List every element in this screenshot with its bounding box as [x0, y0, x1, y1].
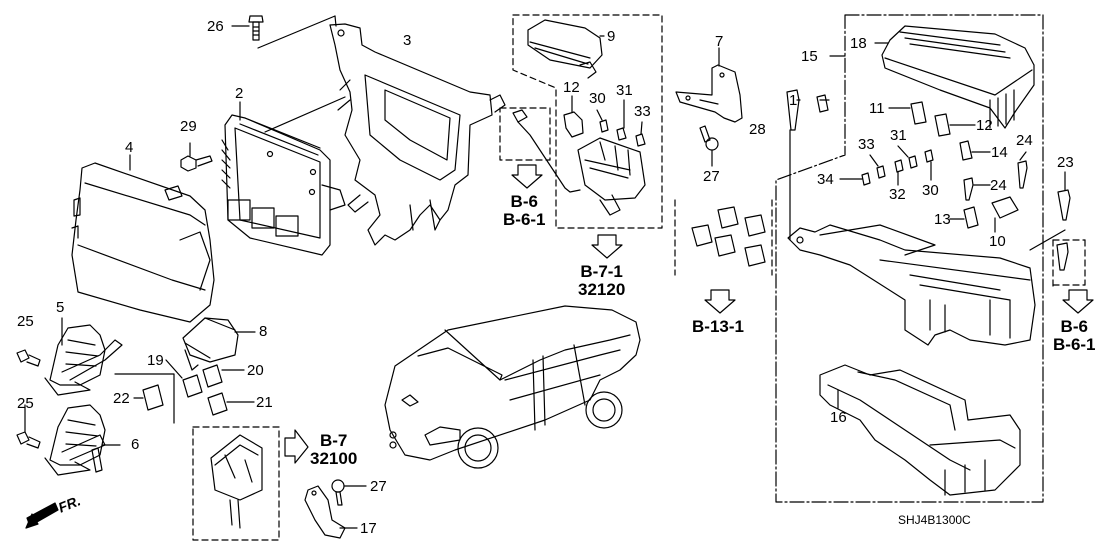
bracket-7-part [675, 64, 743, 123]
callout-23: 23 [1057, 154, 1074, 171]
callout-6: 6 [131, 436, 140, 453]
under-dash-fuse-box-group [499, 14, 663, 229]
reference-arrow-b131 [704, 289, 736, 314]
callout-31: 31 [616, 82, 633, 99]
vehicle-illustration [384, 305, 641, 469]
reference-arrow-b71 [591, 234, 623, 259]
callout-33b: 33 [858, 136, 875, 153]
callout-27: 27 [703, 168, 720, 185]
relay-group-part [674, 199, 773, 276]
callout-24: 24 [1016, 132, 1033, 149]
reference-arrow-b6-left [511, 164, 543, 189]
front-direction-arrow-icon [25, 502, 59, 529]
callout-14: 14 [991, 144, 1008, 161]
horn-high-part [44, 324, 123, 396]
callout-7: 7 [715, 33, 724, 50]
main-fuse-box-part [787, 224, 1036, 346]
fuse-box-tray-part [819, 364, 1021, 496]
callout-18: 18 [850, 35, 867, 52]
reference-b7[interactable]: B-7 32100 [310, 431, 358, 468]
callout-30: 30 [589, 90, 606, 107]
reference-arrow-b6-right [1062, 289, 1094, 314]
callout-12b: 12 [976, 117, 993, 134]
ecu-bracket-part [329, 23, 506, 246]
callout-28: 28 [749, 121, 766, 138]
callout-15: 15 [801, 48, 818, 65]
ecu-cover-part [71, 162, 215, 323]
horn-low-part [44, 404, 106, 476]
callout-3: 3 [403, 32, 412, 49]
callout-24b: 24 [990, 177, 1007, 194]
bolt-27-part [699, 125, 719, 151]
fuse-box-cover-part [881, 25, 1035, 129]
bolt-26-part [248, 15, 264, 41]
bolt-25b-part [16, 431, 41, 449]
callout-8: 8 [259, 323, 268, 340]
callout-26: 26 [207, 18, 224, 35]
callout-20: 20 [247, 362, 264, 379]
callout-9: 9 [607, 28, 616, 45]
connector-group-part [192, 426, 280, 541]
ecu-module-part [221, 114, 346, 256]
callout-13: 13 [934, 211, 951, 228]
callout-11: 11 [869, 100, 885, 117]
callout-17: 17 [360, 520, 377, 537]
callout-25: 25 [17, 313, 34, 330]
callout-16: 16 [830, 409, 847, 426]
callout-1: 1 [789, 92, 798, 109]
bolt-27b-part [331, 479, 345, 506]
reference-b6-right[interactable]: B-6 B-6-1 [1053, 317, 1096, 354]
leader-line [257, 15, 336, 49]
callout-29: 29 [180, 118, 197, 135]
bracket-17-part [304, 485, 346, 539]
bolt-25a-part [16, 349, 41, 367]
callout-4: 4 [125, 139, 134, 156]
reference-arrow-b7 [284, 429, 309, 464]
callout-27b: 27 [370, 478, 387, 495]
callout-19: 19 [147, 352, 164, 369]
callout-12: 12 [563, 79, 580, 96]
callout-22: 22 [113, 390, 130, 407]
callout-31b: 31 [890, 127, 907, 144]
bracket-line [114, 373, 175, 424]
relay-cover-part [182, 317, 239, 371]
callout-33: 33 [634, 103, 651, 120]
bolt-29-part [180, 155, 213, 172]
relays-19-22-part [142, 364, 228, 416]
callout-2: 2 [235, 85, 244, 102]
callout-21: 21 [256, 394, 273, 411]
reference-b13-1[interactable]: B-13-1 [692, 317, 744, 336]
reference-b7-1[interactable]: B-7-1 32120 [578, 262, 626, 299]
fuse-box-assembly-frame [775, 14, 1044, 503]
callout-10: 10 [989, 233, 1006, 250]
callout-5: 5 [56, 299, 65, 316]
diagram-code: SHJ4B1300C [898, 513, 971, 527]
reference-b6-left[interactable]: B-6 B-6-1 [503, 192, 546, 229]
small-parts-part [786, 89, 1071, 271]
callout-25b: 25 [17, 395, 34, 412]
callout-30b: 30 [922, 182, 939, 199]
callout-34: 34 [817, 171, 834, 188]
callout-32: 32 [889, 186, 906, 203]
